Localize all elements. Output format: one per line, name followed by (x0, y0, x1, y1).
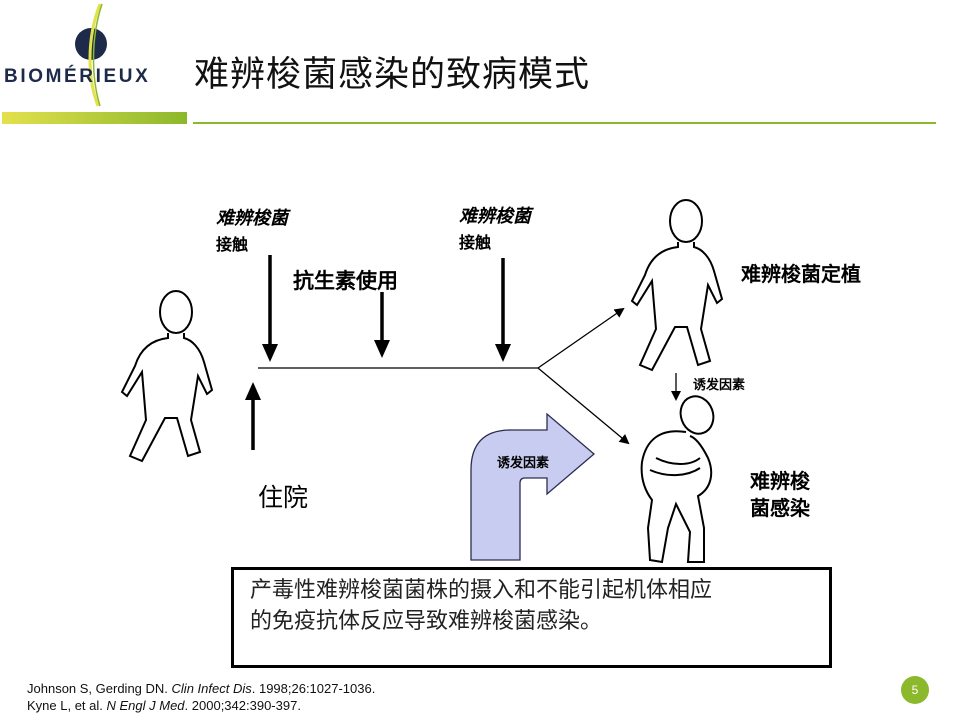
branch-arrow-infection (537, 367, 630, 445)
colonized-figure (630, 199, 724, 372)
reference-1-journal: Clin Infect Dis (171, 681, 252, 696)
logo-mark (75, 3, 107, 107)
reference-2-journal: N Engl J Med (106, 698, 185, 713)
reference-1: Johnson S, Gerding DN. Clin Infect Dis. … (27, 681, 375, 696)
antibiotic-use-label: 抗生素使用 (293, 269, 398, 293)
hospitalization-label: 住院 (258, 483, 309, 512)
infected-figure (640, 395, 715, 564)
infection-label-line2: 菌感染 (750, 496, 810, 520)
exposure-1-label: 接触 (216, 235, 249, 254)
colonization-label: 难辨梭菌定植 (741, 262, 861, 286)
trigger-label-arrow: 诱发因素 (497, 456, 550, 471)
header-divider (2, 112, 936, 124)
exposure-2-species: 难辨梭菌 (459, 206, 531, 227)
summary-box (231, 567, 832, 668)
logo-text: BIOMÉRIEUX (4, 66, 151, 87)
page-number-badge: 5 (901, 676, 929, 704)
reference-1-citation: . 1998;26:1027-1036. (251, 681, 376, 696)
branch-arrow-colonization (537, 307, 625, 369)
trigger-curved-arrow (470, 412, 596, 561)
exposure-2-label: 接触 (459, 233, 492, 252)
summary-line-1: 产毒性难辨梭菌菌株的摄入和不能引起机体相应 (250, 578, 713, 603)
infection-label-line1: 难辨梭 (750, 469, 810, 493)
trigger-label-small: 诱发因素 (693, 378, 746, 393)
reference-1-authors: Johnson S, Gerding DN. (27, 681, 172, 696)
header-accent-bar (2, 112, 187, 124)
patient-figure-left (120, 290, 214, 463)
exposure-arrows (251, 255, 505, 450)
logo-swoosh-icon (88, 3, 102, 107)
exposure-1-species: 难辨梭菌 (216, 208, 288, 229)
summary-line-2: 的免疫抗体反应导致难辨梭菌感染。 (250, 609, 603, 634)
reference-2: Kyne L, et al. N Engl J Med. 2000;342:39… (27, 698, 301, 713)
reference-2-citation: . 2000;342:390-397. (184, 698, 301, 713)
reference-2-authors: Kyne L, et al. (27, 698, 107, 713)
summary-text: 产毒性难辨梭菌菌株的摄入和不能引起机体相应 的免疫抗体反应导致难辨梭菌感染。 (250, 575, 820, 637)
page-title: 难辨梭菌感染的致病模式 (194, 55, 591, 95)
